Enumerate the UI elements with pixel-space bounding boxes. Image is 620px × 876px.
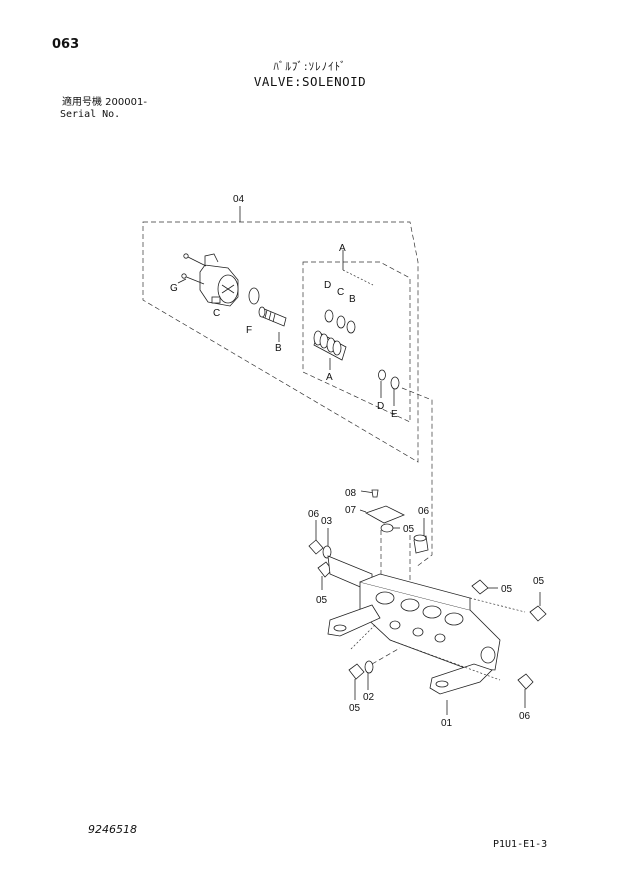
callout-06-bottom: 06	[519, 711, 531, 722]
callout-G: G	[170, 283, 178, 294]
serial-number-label: Serial No.	[60, 109, 121, 120]
callout-B-top: B	[349, 294, 356, 305]
screw-G	[177, 253, 207, 285]
callout-06-right: 06	[418, 506, 430, 517]
name-plate-07	[365, 505, 405, 524]
title-japanese: ﾊﾞﾙﾌﾞ:ｿﾚﾉｲﾄﾞ	[273, 60, 347, 73]
plug-06-left	[308, 539, 324, 555]
group-A-outline	[302, 261, 411, 423]
plug-05-bottom	[348, 663, 365, 680]
o-ring-02	[364, 660, 374, 674]
serial-applicable-label: 適用号機 200001-	[62, 97, 147, 108]
callout-E: E	[391, 409, 398, 420]
mounting-leader	[401, 387, 433, 568]
callout-D-top: D	[324, 280, 331, 291]
callout-04: 04	[233, 194, 245, 205]
plug-06-bottom	[517, 673, 534, 690]
callout-05-far-right: 05	[533, 576, 545, 587]
callout-C-top: C	[337, 287, 344, 298]
valve-cartridge-A	[313, 330, 347, 370]
callout-01: 01	[441, 718, 453, 729]
callout-07: 07	[345, 505, 357, 516]
plug-05-center	[380, 523, 394, 533]
assembly-04-outline	[142, 221, 419, 463]
page-reference: P1U1-E1-3	[493, 839, 548, 850]
callout-05-bottom: 05	[349, 703, 361, 714]
page-number: 063	[52, 37, 80, 52]
screw-08	[371, 489, 379, 498]
seal-D-low	[378, 369, 386, 381]
seal-E	[390, 376, 400, 390]
callout-05-center: 05	[403, 524, 415, 535]
callout-F: F	[246, 325, 252, 336]
callout-08: 08	[345, 488, 357, 499]
callout-03: 03	[321, 516, 333, 527]
callout-05-right: 05	[501, 584, 513, 595]
callout-D-low: D	[377, 401, 384, 412]
callout-B-mid: B	[275, 343, 282, 354]
plug-05-right	[471, 579, 489, 595]
callout-A-top: A	[339, 243, 346, 254]
plug-05-far-right	[529, 605, 547, 622]
seal-D-top	[324, 309, 334, 323]
seal-B-top	[346, 320, 356, 334]
title-english: VALVE:SOLENOID	[253, 74, 367, 89]
callout-06-left: 06	[308, 509, 320, 520]
o-ring-F	[248, 287, 260, 305]
callout-A-mid: A	[326, 372, 333, 383]
manifold-body-01	[327, 555, 501, 695]
solenoid-coil	[199, 253, 239, 307]
plunger-B	[258, 306, 287, 342]
callout-02: 02	[363, 692, 375, 703]
seal-C-top	[336, 315, 346, 329]
o-ring-03	[322, 545, 332, 559]
callout-05-left: 05	[316, 595, 328, 606]
drawing-code: 9246518	[88, 823, 137, 836]
callout-C-left: C	[213, 308, 220, 319]
